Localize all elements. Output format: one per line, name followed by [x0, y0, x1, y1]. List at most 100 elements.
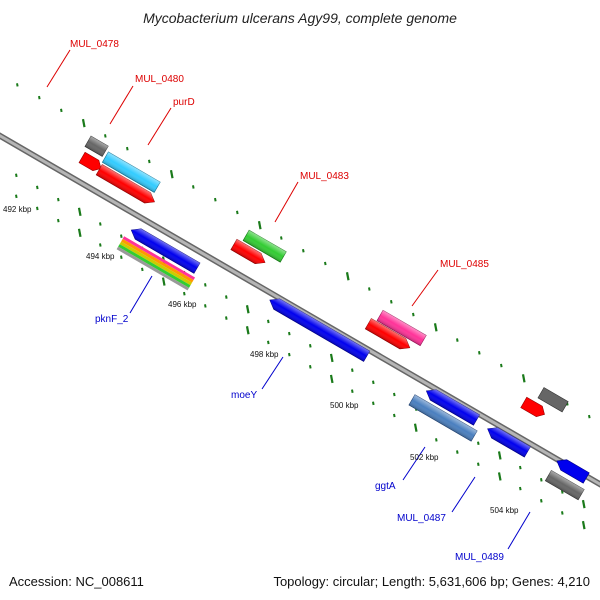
- minor-tick: [126, 146, 129, 151]
- minor-tick: [57, 197, 60, 202]
- feature-mul-0487-blue[interactable]: [485, 424, 531, 458]
- major-tick: [329, 353, 334, 363]
- gene-label-mul-0485[interactable]: MUL_0485: [440, 259, 489, 270]
- feature-mul-0489-blue[interactable]: [554, 456, 590, 484]
- minor-tick: [372, 380, 375, 385]
- major-tick: [245, 326, 250, 335]
- minor-tick: [519, 465, 522, 470]
- feature-mul-0485-cds[interactable]: [364, 318, 413, 352]
- feature-mul-0485-pink[interactable]: [376, 309, 427, 347]
- feature-ggta-blue[interactable]: [423, 386, 480, 426]
- major-tick: [169, 169, 174, 179]
- minor-tick: [477, 441, 480, 446]
- gene-label-ggta[interactable]: ggtA: [375, 481, 396, 492]
- minor-tick: [412, 312, 415, 317]
- minor-tick: [57, 218, 60, 223]
- scale-label: 498 kbp: [250, 350, 279, 359]
- feature-pknf2-blue[interactable]: [128, 225, 201, 274]
- minor-tick: [390, 299, 393, 304]
- feature-mul-0480-cds[interactable]: [78, 151, 104, 173]
- feature-mul-0480-gray[interactable]: [84, 135, 109, 157]
- major-tick: [245, 305, 250, 314]
- minor-tick: [120, 255, 123, 259]
- gene-label-pknf-2[interactable]: pknF_2: [95, 314, 129, 325]
- minor-tick: [288, 352, 291, 357]
- minor-tick: [16, 83, 19, 87]
- feature-mul-0483-cds[interactable]: [230, 238, 268, 267]
- gene-label-moey[interactable]: moeY: [231, 390, 257, 401]
- minor-tick: [204, 283, 207, 287]
- minor-tick: [36, 185, 39, 190]
- tick-rows: [15, 83, 591, 530]
- major-tick: [257, 221, 262, 230]
- minor-tick: [267, 319, 270, 324]
- minor-tick: [36, 206, 39, 211]
- minor-tick: [225, 295, 228, 299]
- minor-tick: [372, 401, 375, 406]
- feature-purd-cyan[interactable]: [101, 151, 161, 193]
- feature-mul-0489-gray-lower[interactable]: [544, 470, 585, 501]
- minor-tick: [120, 234, 123, 238]
- minor-tick: [309, 344, 312, 348]
- genome-summary-text: Topology: circular; Length: 5,631,606 bp…: [273, 574, 590, 589]
- scale-label: 496 kbp: [168, 300, 197, 309]
- minor-tick: [104, 134, 107, 138]
- minor-tick: [183, 291, 186, 296]
- feature-cds-right-a[interactable]: [520, 396, 548, 419]
- major-tick: [77, 207, 82, 217]
- minor-tick: [477, 462, 480, 467]
- feature-moey-blue[interactable]: [267, 295, 371, 362]
- major-tick: [413, 423, 418, 432]
- minor-tick: [302, 248, 305, 253]
- minor-tick: [99, 243, 102, 247]
- minor-tick: [288, 331, 291, 336]
- minor-tick: [204, 304, 207, 308]
- minor-tick: [456, 450, 459, 454]
- gene-label-mul-0480[interactable]: MUL_0480: [135, 74, 184, 85]
- minor-tick: [309, 365, 312, 369]
- minor-tick: [368, 287, 371, 291]
- major-tick: [81, 118, 86, 128]
- major-tick: [161, 277, 166, 286]
- minor-tick: [15, 173, 18, 178]
- minor-tick: [588, 414, 591, 419]
- major-tick: [77, 228, 82, 238]
- minor-tick: [236, 210, 239, 215]
- feature-mul-0483-green[interactable]: [242, 229, 287, 263]
- accession-text: Accession: NC_008611: [9, 574, 144, 589]
- gene-label-mul-0489[interactable]: MUL_0489: [455, 552, 504, 563]
- minor-tick: [192, 185, 195, 189]
- minor-tick: [15, 194, 18, 199]
- major-tick: [521, 374, 526, 383]
- feature-ggta-steel[interactable]: [408, 394, 478, 442]
- gene-label-mul-0478[interactable]: MUL_0478: [70, 39, 119, 50]
- minor-tick: [435, 438, 438, 442]
- minor-tick: [540, 477, 543, 482]
- minor-tick: [500, 363, 503, 368]
- minor-tick: [267, 340, 270, 345]
- minor-tick: [148, 159, 151, 164]
- gene-label-purd[interactable]: purD: [173, 97, 195, 108]
- major-tick: [345, 272, 350, 281]
- minor-tick: [38, 95, 41, 100]
- minor-tick: [225, 316, 228, 320]
- major-tick: [581, 520, 586, 530]
- minor-tick: [280, 236, 283, 240]
- scale-label: 504 kbp: [490, 506, 519, 515]
- minor-tick: [478, 351, 481, 355]
- major-tick: [497, 472, 502, 481]
- feature-pknf2-multicolor[interactable]: [116, 236, 196, 291]
- minor-tick: [561, 511, 564, 515]
- minor-tick: [141, 267, 144, 272]
- gene-label-mul-0487[interactable]: MUL_0487: [397, 513, 446, 524]
- feature-purd-cds[interactable]: [95, 164, 157, 208]
- minor-tick: [456, 338, 459, 342]
- minor-tick: [99, 222, 102, 226]
- feature-mul-0489-gray[interactable]: [537, 387, 569, 413]
- minor-tick: [351, 389, 354, 393]
- minor-tick: [351, 368, 354, 372]
- genome-backbone: [0, 132, 600, 488]
- map-title: Mycobacterium ulcerans Agy99, complete g…: [143, 10, 457, 26]
- gene-label-mul-0483[interactable]: MUL_0483: [300, 171, 349, 182]
